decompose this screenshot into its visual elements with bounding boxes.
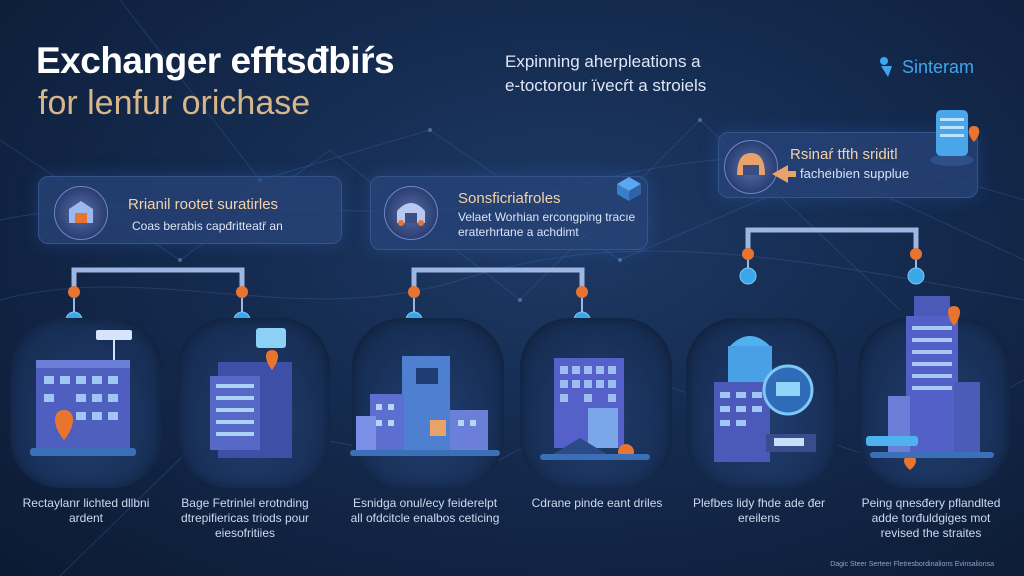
subtitle-line-1: Expinning aherpleations a xyxy=(505,52,701,71)
page-title-secondary: for lenfur orichase xyxy=(38,84,311,122)
group-3-arrow-icon xyxy=(772,165,796,183)
group-3-server-icon xyxy=(930,110,980,166)
group-1-title: Rrianil rootet suratirles xyxy=(128,196,279,213)
brand: Sinteram xyxy=(878,56,974,78)
group-2-gateway-icon xyxy=(384,186,438,240)
group-2-title: Sonsficriafroles xyxy=(458,190,561,207)
card-6-skyscraper-icon xyxy=(866,296,994,470)
brand-logo-icon xyxy=(880,57,892,77)
card-5-datacenter-icon xyxy=(714,336,816,462)
card-1-building-icon xyxy=(30,330,136,456)
card-6-label: Peing qnesđery pflandlted adde torđuldgi… xyxy=(861,496,1001,540)
page-subtitle: Expinning aherpleations a e-toctorour їv… xyxy=(505,50,805,98)
card-3-label: Esnidga onul/ecy feiderelpt all ofdcitcl… xyxy=(350,496,500,525)
subtitle-line-2: e-toctorour їvecŕt a stroiels xyxy=(505,76,707,95)
group-2-desc: Velaet Worhian ercongping tracıe eraterh… xyxy=(458,210,636,239)
card-5-label: Plefbes lidy fhde ade đer ereilens xyxy=(692,496,826,525)
card-2-label: Bage Fetrinlel erotnding dtrepifiericas … xyxy=(180,496,310,540)
card-4-label: Cdrane pinde eant driles xyxy=(531,496,663,510)
group-3-title: Rsinaŕ tfth sriditl xyxy=(790,146,898,163)
group-1-desc: Coas berabis capđritteatř an xyxy=(132,219,283,233)
card-4-complex-icon xyxy=(540,358,650,460)
group-2-cube-icon xyxy=(617,177,641,201)
credit-text: Dagic Steer Serteer Fletresbordinalions … xyxy=(830,561,994,568)
group-3-desc: facheıbien supplue xyxy=(800,166,910,181)
page-title: Exchanger efftsđbiŕs xyxy=(36,40,395,81)
card-3-tower-icon xyxy=(350,356,500,456)
brand-name: Sinteram xyxy=(902,56,975,77)
group-3-station-icon xyxy=(724,140,778,194)
card-1-label: Rectaylanr lichted dllbni ardent xyxy=(22,496,150,525)
card-2-office-icon xyxy=(210,328,292,458)
group-1-building-icon xyxy=(54,186,108,240)
